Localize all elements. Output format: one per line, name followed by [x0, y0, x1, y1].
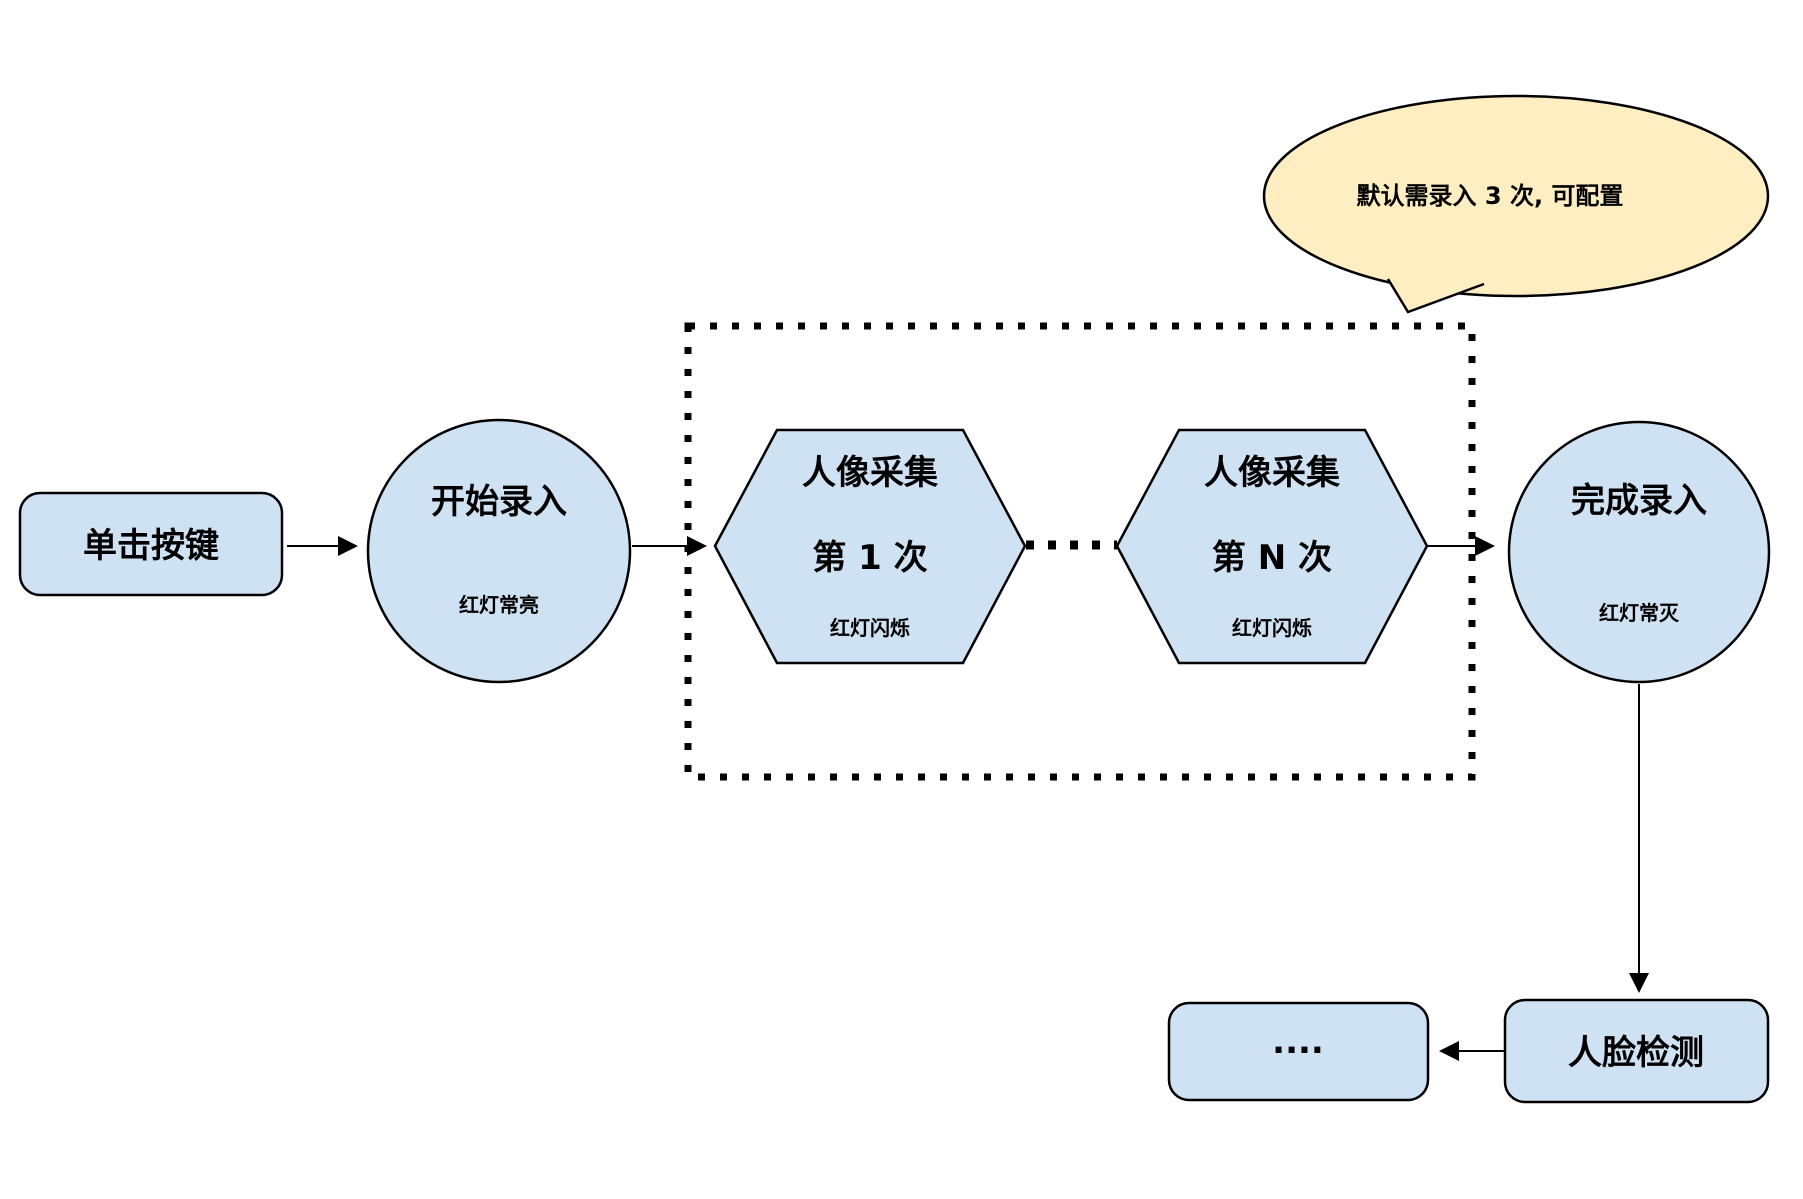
node-capture-first-count: 第 1 次	[812, 538, 927, 578]
node-capture-first: 人像采集 第 1 次 红灯闪烁	[713, 428, 1027, 665]
node-face-detect-label: 人脸检测	[1568, 1033, 1704, 1073]
node-finish-enroll-label: 完成录入	[1571, 481, 1707, 521]
node-face-detect: 人脸检测	[1503, 998, 1770, 1104]
node-capture-first-label: 人像采集	[802, 453, 938, 493]
node-start-enroll-label: 开始录入	[431, 482, 567, 522]
node-click-button: 单击按键	[18, 491, 284, 597]
node-finish-enroll-sublabel: 红灯常灭	[1599, 601, 1680, 625]
node-capture-nth-count: 第 N 次	[1212, 538, 1332, 578]
node-more-steps-label: ....	[1272, 1022, 1324, 1062]
node-click-button-label: 单击按键	[83, 526, 219, 566]
callout-text: 默认需录入 3 次, 可配置	[1357, 182, 1624, 210]
node-capture-nth: 人像采集 第 N 次 红灯闪烁	[1115, 428, 1429, 665]
node-capture-nth-sublabel: 红灯闪烁	[1232, 616, 1312, 640]
node-finish-enroll: 完成录入 红灯常灭	[1507, 420, 1771, 684]
node-capture-first-sublabel: 红灯闪烁	[830, 616, 910, 640]
node-more-steps: ....	[1167, 1001, 1430, 1102]
node-capture-nth-label: 人像采集	[1204, 453, 1340, 493]
node-start-enroll: 开始录入 红灯常亮	[366, 418, 632, 684]
node-start-enroll-sublabel: 红灯常亮	[459, 593, 539, 617]
callout-bubble: 默认需录入 3 次, 可配置	[1262, 94, 1770, 314]
